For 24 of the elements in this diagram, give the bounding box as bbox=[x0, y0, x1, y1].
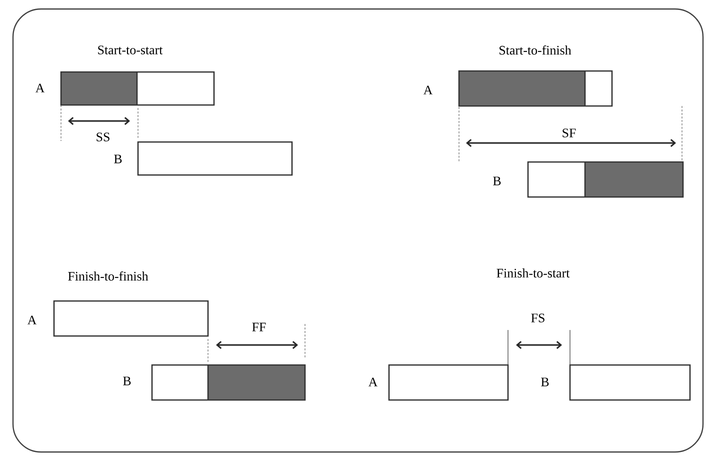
bar-label: A bbox=[27, 316, 37, 324]
bar-label: B bbox=[541, 378, 549, 386]
section-title: Start-to-start bbox=[98, 46, 163, 54]
bar bbox=[53, 300, 209, 337]
section-title: Finish-to-finish bbox=[68, 271, 148, 281]
section-title: Start-to-finish bbox=[500, 45, 572, 55]
bar-label: B bbox=[493, 176, 501, 186]
bar bbox=[137, 141, 293, 176]
bar bbox=[60, 71, 215, 106]
bar bbox=[527, 161, 684, 198]
bar-label: A bbox=[423, 86, 433, 94]
section-title: Finish-to-start bbox=[496, 268, 570, 278]
dimension-label: SS bbox=[96, 132, 110, 142]
bar-label: B bbox=[114, 154, 122, 164]
bar-label: A bbox=[35, 84, 45, 92]
dimension-label: FF bbox=[252, 322, 266, 332]
bar bbox=[458, 70, 613, 107]
bar-label: A bbox=[368, 378, 378, 386]
bar bbox=[151, 364, 306, 401]
dimension-label: FS bbox=[531, 314, 544, 322]
bar bbox=[388, 364, 509, 401]
bar-label: B bbox=[123, 376, 131, 386]
bar bbox=[569, 364, 691, 401]
dimension-label: SF bbox=[562, 128, 576, 138]
